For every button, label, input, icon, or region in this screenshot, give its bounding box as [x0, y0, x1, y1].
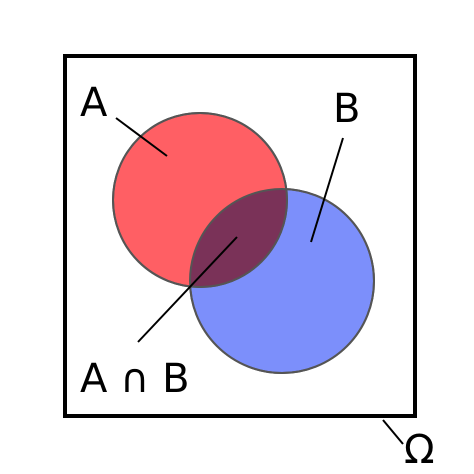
- intersection-label: A ∩ B: [80, 356, 190, 402]
- universe-frame: [63, 54, 417, 418]
- set-a-leader: [115, 117, 168, 157]
- universe-leader: [382, 419, 404, 445]
- intersection-leader: [137, 236, 238, 343]
- set-b-label: B: [333, 86, 360, 132]
- set-b-outline: [189, 188, 375, 374]
- set-a-label: A: [80, 80, 108, 126]
- set-a-outline: [112, 112, 288, 288]
- set-b-leader: [310, 137, 344, 243]
- universe-label: Ω: [404, 427, 435, 473]
